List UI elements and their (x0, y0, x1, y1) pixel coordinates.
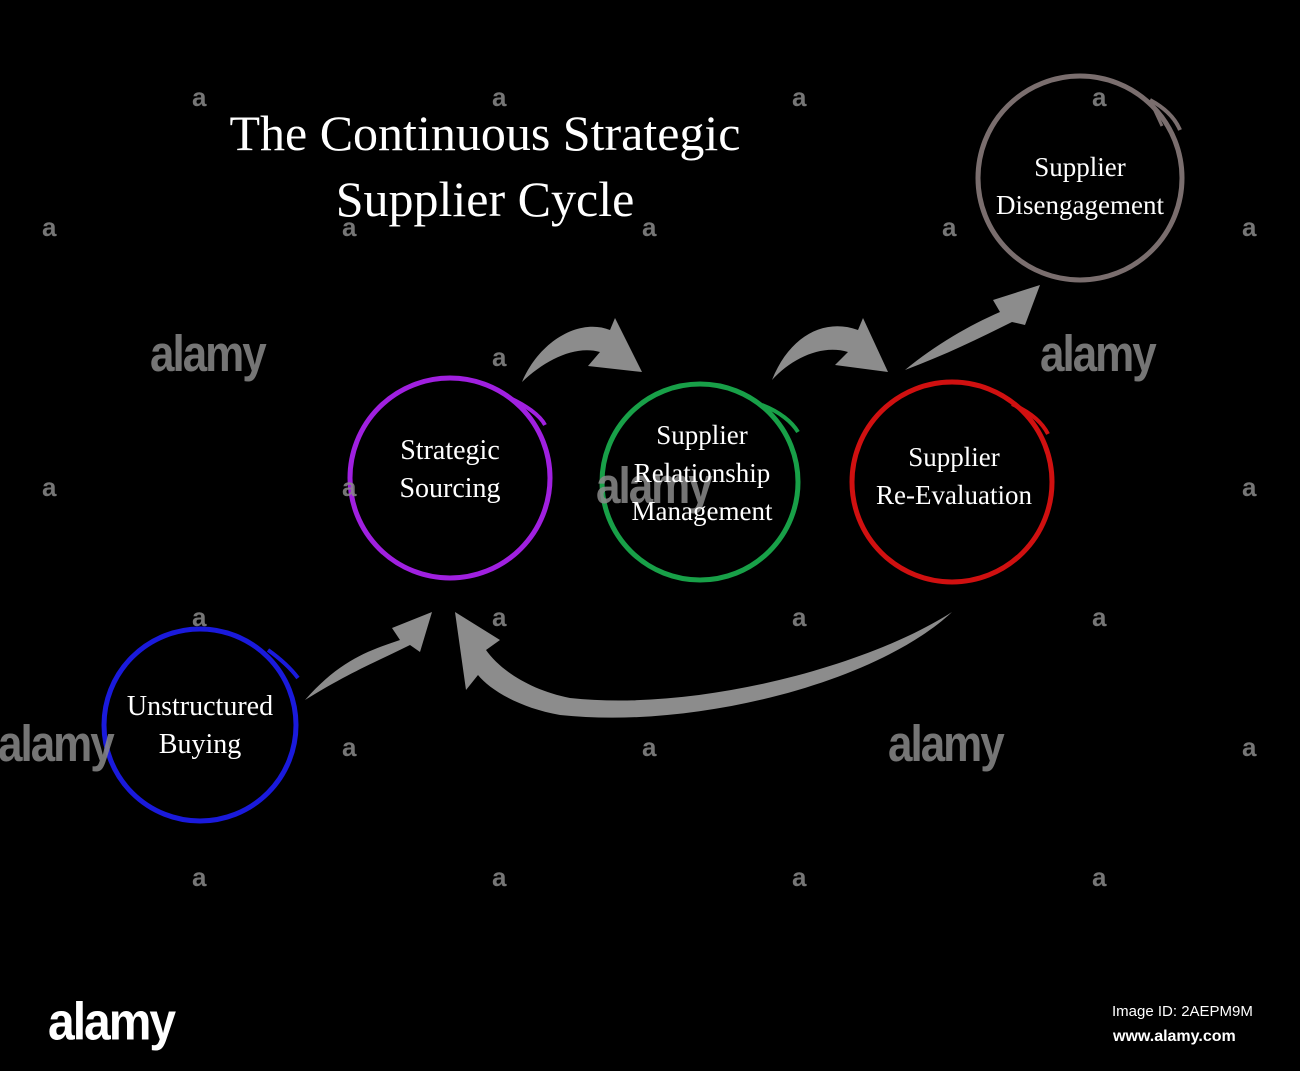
node-label-line: Relationship (633, 458, 771, 488)
arrow-srm-to-reevaluation (772, 318, 888, 380)
arrow-reevaluation-to-disengagement (905, 285, 1040, 370)
node-label-line: Re-Evaluation (876, 480, 1032, 510)
watermark-letter: a (1092, 82, 1107, 112)
title-line-1: The Continuous Strategic (229, 105, 741, 161)
watermark-letter: a (192, 602, 207, 632)
watermark-letter: a (342, 212, 357, 242)
node-circles (101, 73, 1185, 824)
node-label-line: Unstructured (126, 691, 274, 722)
watermark-word: alamy (0, 716, 115, 773)
site-url-label: www.alamy.com (1113, 1028, 1236, 1045)
watermark-letter: a (942, 212, 957, 242)
watermark-letter: a (492, 602, 507, 632)
diagram-title: The Continuous Strategic Supplier Cycle (130, 100, 840, 232)
watermark-letter: a (192, 862, 207, 892)
watermark-letter: a (1242, 732, 1257, 762)
watermark-letter: a (1092, 862, 1107, 892)
arrow-sourcing-to-srm (522, 318, 642, 382)
watermark-letter: a (42, 472, 57, 502)
watermark-letter: a (792, 602, 807, 632)
node-label-line: Management (631, 496, 773, 526)
node-supplier-relationship-management: Supplier Relationship Management (600, 416, 804, 530)
circle-unstructured-buying (101, 626, 300, 824)
watermark-letter: a (1242, 212, 1257, 242)
watermark-letter: a (642, 732, 657, 762)
watermark-word: alamy (1040, 326, 1157, 383)
alamy-logo: alamy (48, 993, 176, 1052)
node-label-line: Supplier (656, 420, 748, 450)
node-supplier-disengagement: Supplier Disengagement (976, 148, 1184, 224)
node-supplier-re-evaluation: Supplier Re-Evaluation (852, 438, 1056, 514)
watermark-word: alamy (150, 326, 267, 383)
watermark-letter: a (1242, 472, 1257, 502)
node-label-line: Buying (158, 729, 242, 760)
circle-strategic-sourcing (347, 375, 553, 581)
watermark-letter: a (792, 82, 807, 112)
circle-supplier-re-evaluation (849, 379, 1055, 585)
node-label-line: Strategic (400, 435, 500, 466)
node-label-line: Disengagement (996, 190, 1164, 220)
watermark-letter: a (342, 732, 357, 762)
arrow-unstructured-to-sourcing (305, 612, 432, 700)
title-line-2: Supplier Cycle (335, 171, 635, 227)
node-label-line: Supplier (1034, 152, 1126, 182)
arrows (305, 285, 1040, 718)
circle-supplier-disengagement (975, 73, 1185, 283)
watermark-letter: a (642, 212, 657, 242)
node-label-line: Supplier (908, 442, 1000, 472)
watermark-letter: a (792, 862, 807, 892)
node-unstructured-buying: Unstructured Buying (100, 688, 300, 764)
watermark-word: alamy (888, 716, 1005, 773)
node-label-line: Sourcing (399, 473, 501, 504)
image-id-label: Image ID: 2AEPM9M (1112, 1003, 1253, 1020)
circle-supplier-relationship-management (599, 381, 801, 583)
watermark-letter: a (192, 82, 207, 112)
arrow-reevaluation-to-sourcing (455, 612, 952, 718)
watermark-letter: a (492, 342, 507, 372)
watermark-letter: a (42, 212, 57, 242)
watermark-letter: a (492, 82, 507, 112)
watermark-word: alamy (596, 458, 713, 515)
watermark-letter: a (492, 862, 507, 892)
node-strategic-sourcing: Strategic Sourcing (350, 432, 550, 508)
watermark-letter: a (342, 472, 357, 502)
watermark-letter: a (1092, 602, 1107, 632)
